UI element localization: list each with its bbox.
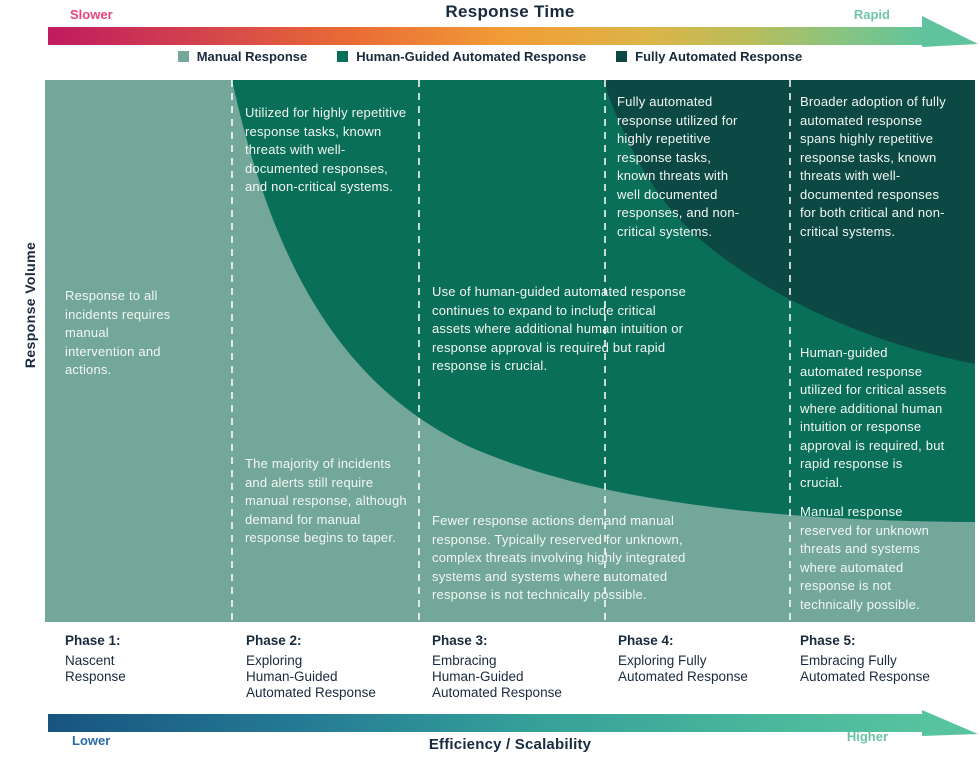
legend-label-human-guided: Human-Guided Automated Response [356,49,587,64]
annotation-phase2-human-guided: Utilized for highly repetitive response … [245,105,407,194]
annotation-phase2-manual: The majority of incidents and alerts sti… [245,456,407,545]
phase-label-4: Phase 4: Exploring Fully Automated Respo… [618,633,794,685]
phase-label-2: Phase 2: Exploring Human-Guided Automate… [246,633,422,701]
legend: Manual Response Human-Guided Automated R… [0,49,980,64]
response-time-rapid-label: Rapid [853,7,890,22]
annotation-phase5-human-guided: Human-guided automated response utilized… [800,345,947,490]
efficiency-arrowhead-icon [922,710,978,736]
legend-item-human-guided: Human-Guided Automated Response [337,49,586,64]
fully-automated-response-region [603,80,975,364]
phase-label-5: Phase 5: Embracing Fully Automated Respo… [800,633,976,685]
legend-label-manual: Manual Response [196,49,308,64]
annotation-phase5-manual: Manual response reserved for unknown thr… [800,504,930,612]
annotation-phase1-manual: Response to all incidents requires manua… [65,288,171,377]
phase-3-heading: Phase 3: [432,633,488,648]
legend-swatch-manual-icon [177,51,189,62]
annotation-phase34-manual: Fewer response actions demand manual res… [432,513,686,602]
response-time-arrowhead-icon [922,16,978,47]
legend-label-fully-automated: Fully Automated Response [635,49,803,64]
phase-5-heading: Phase 5: [800,633,856,648]
phase-label-1: Phase 1: Nascent Response [65,633,241,685]
legend-item-fully-automated: Fully Automated Response [616,49,802,64]
annotation-phase5-fully-automated: Broader adoption of fully automated resp… [800,94,946,239]
phase-2-heading: Phase 2: [246,633,302,648]
response-time-title: Response Time [445,2,575,21]
chart-regions [45,80,975,622]
response-volume-axis-label: Response Volume [22,241,38,369]
maturity-chart-area: Response to all incidents requires manua… [45,80,975,622]
response-time-gradient-arrow [48,16,978,47]
phase-label-3: Phase 3: Embracing Human-Guided Automate… [432,633,608,701]
legend-swatch-fully-automated-icon [616,51,628,62]
legend-swatch-human-guided-icon [337,51,349,62]
legend-item-manual: Manual Response [177,49,308,64]
annotation-phase4-fully-automated: Fully automated response utilized for hi… [617,94,740,239]
response-time-bar [48,27,925,45]
phase-4-heading: Phase 4: [618,633,674,648]
efficiency-bar [48,714,925,732]
efficiency-higher-label: Higher [846,729,888,744]
efficiency-gradient-arrow [48,710,978,736]
efficiency-title: Efficiency / Scalability [428,736,592,753]
phase-1-heading: Phase 1: [65,633,121,648]
annotation-phase34-human-guided: Use of human-guided automated response c… [432,284,687,373]
response-time-slower-label: Slower [70,7,113,22]
efficiency-lower-label: Lower [72,733,111,748]
